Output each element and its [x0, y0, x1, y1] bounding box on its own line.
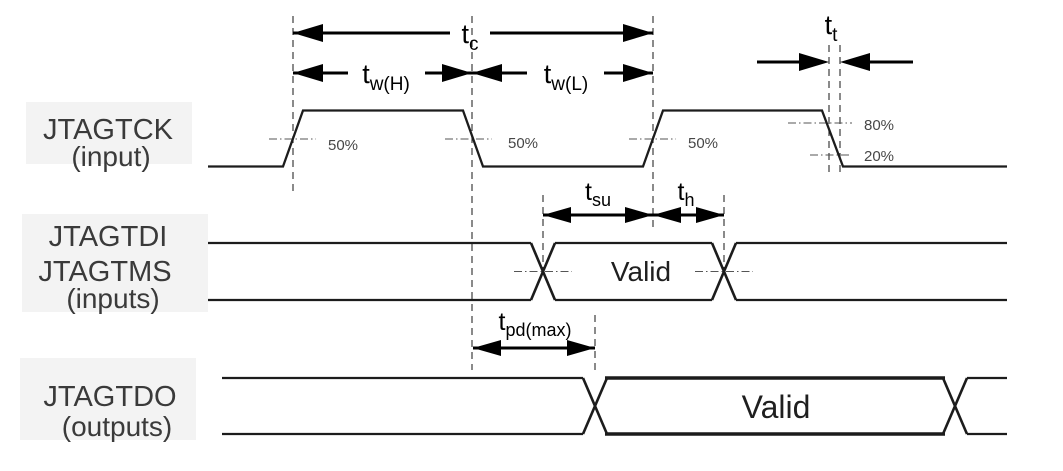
- label-tsu: tsu: [585, 178, 611, 210]
- arrowhead-right-icon: [623, 24, 653, 42]
- tdi-tms-valid-label: Valid: [611, 256, 671, 287]
- signal-name-jtagtms: JTAGTMS: [38, 256, 171, 288]
- arrowhead-right-icon: [567, 340, 595, 356]
- label-twl: tw(L): [544, 59, 588, 95]
- label-80pct: 80%: [864, 117, 894, 134]
- arrowhead-inward-left-icon: [799, 53, 829, 71]
- label-tt: tt: [825, 10, 839, 46]
- arrowhead-right-icon: [442, 64, 472, 82]
- tdo-valid-bubble: [605, 376, 945, 436]
- label-50pct-rise2: 50%: [688, 135, 718, 152]
- label-tc: tc: [461, 19, 478, 55]
- label-th: th: [678, 178, 695, 210]
- label-50pct-fall1: 50%: [508, 135, 538, 152]
- label-bg-tck: [26, 102, 192, 164]
- tdi-tms-bus: [208, 241, 1007, 302]
- signal-qualifier-outputs: (outputs): [62, 411, 173, 442]
- label-twh: tw(H): [362, 59, 410, 95]
- label-tpd: tpd(max): [499, 308, 572, 340]
- label-bg-tdi-tms: [22, 214, 208, 312]
- tdo-valid-label: Valid: [742, 389, 811, 425]
- tdo-bus: [222, 376, 1007, 436]
- signal-name-jtagtdo: JTAGTDO: [43, 381, 176, 413]
- label-50pct-rise1: 50%: [328, 137, 358, 154]
- signal-name-jtagtck: JTAGTCK: [43, 114, 174, 146]
- label-bg-tdo: [20, 358, 196, 440]
- label-backgrounds: [20, 102, 208, 440]
- threshold-labels: 50% 50% 50% 80% 20%: [328, 117, 894, 165]
- tt-dimension-arrow: tt: [757, 10, 913, 71]
- th-dimension-arrow: th: [653, 178, 724, 223]
- tck-waveform: [208, 109, 1007, 168]
- arrowhead-right-icon: [696, 207, 724, 223]
- signal-name-jtagtdi: JTAGTDI: [49, 221, 168, 253]
- arrowhead-right-icon: [623, 64, 653, 82]
- label-20pct: 20%: [864, 148, 894, 165]
- dashed-guide-lines: [292, 16, 841, 374]
- tsu-dimension-arrow: tsu: [543, 178, 653, 223]
- twl-dimension-arrow: tw(L): [472, 59, 653, 95]
- arrowhead-right-icon: [625, 207, 653, 223]
- arrowhead-inward-right-icon: [840, 53, 870, 71]
- twh-dimension-arrow: tw(H): [293, 59, 472, 95]
- tpd-dimension-arrow: tpd(max): [473, 308, 595, 356]
- valid-labels: Valid Valid: [611, 256, 810, 425]
- signal-labels: JTAGTCK (input) JTAGTDI JTAGTMS (inputs)…: [38, 114, 176, 442]
- signal-qualifier-input: (input): [71, 141, 150, 172]
- tc-dimension-arrow: tc: [293, 19, 653, 55]
- signal-qualifier-inputs: (inputs): [66, 283, 159, 314]
- threshold-marks: [269, 122, 852, 273]
